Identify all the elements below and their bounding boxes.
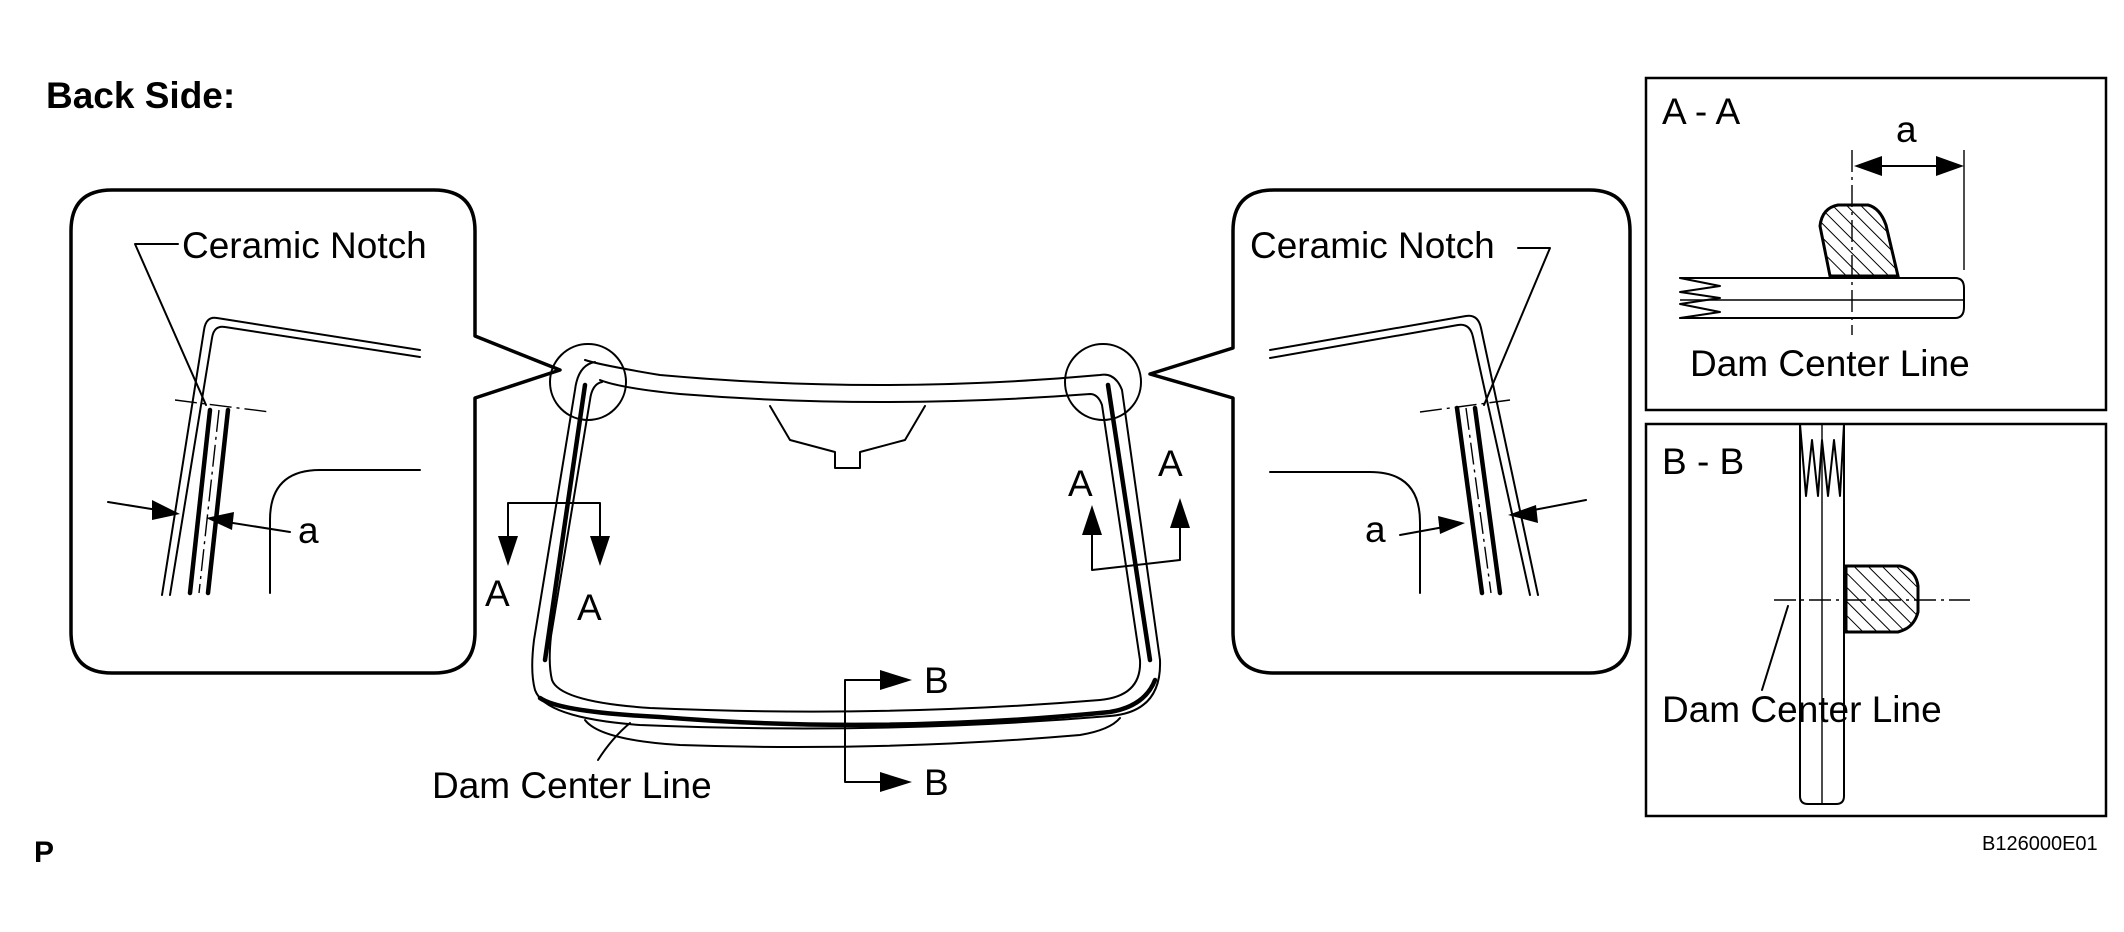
right-ceramic-notch-label: Ceramic Notch: [1250, 225, 1495, 266]
section-aa-view: [1644, 76, 2108, 412]
left-detail-callout: [69, 188, 562, 675]
left-section-a-label-1: A: [485, 573, 510, 614]
figure-code: B126000E01: [1982, 833, 2098, 855]
section-b-label-2: B: [924, 762, 949, 803]
right-section-a-marker: [1082, 498, 1190, 571]
right-dimension-a-label: a: [1365, 509, 1386, 550]
section-b-marker: [844, 670, 912, 792]
right-detail-callout: [1148, 188, 1632, 675]
right-section-a-label-1: A: [1068, 463, 1093, 504]
left-ceramic-notch-label: Ceramic Notch: [182, 225, 427, 266]
section-bb-caption: Dam Center Line: [1662, 689, 1942, 730]
section-bb-view: [1644, 422, 2108, 818]
section-aa-title: A - A: [1662, 91, 1740, 132]
left-section-a-marker: [498, 502, 610, 566]
page-heading: Back Side:: [46, 75, 235, 116]
right-section-a-label-2: A: [1158, 443, 1183, 484]
section-bb-title: B - B: [1662, 441, 1744, 482]
windshield-dam-center-line-label: Dam Center Line: [432, 765, 712, 806]
section-aa-dimension-label: a: [1896, 109, 1917, 150]
left-section-a-label-2: A: [577, 587, 602, 628]
left-dimension-a-label: a: [298, 510, 319, 551]
corner-label: P: [34, 836, 54, 869]
windshield-outline: [531, 343, 1162, 761]
section-b-label-1: B: [924, 660, 949, 701]
section-aa-caption: Dam Center Line: [1690, 343, 1970, 384]
